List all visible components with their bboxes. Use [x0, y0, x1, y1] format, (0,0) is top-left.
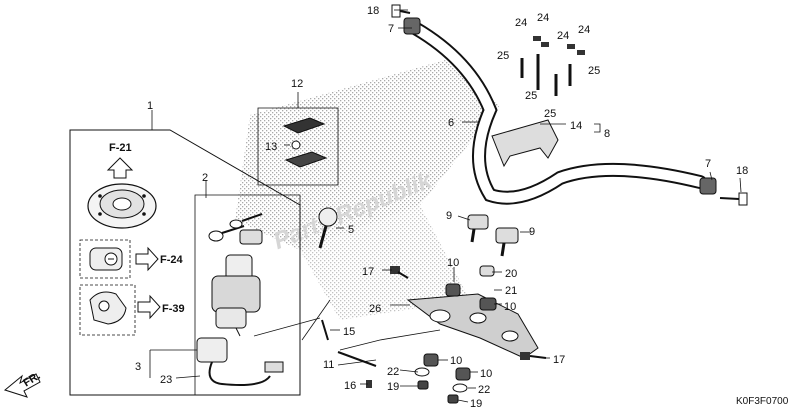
part-label-1: 1 [147, 100, 153, 112]
part-label-12: 12 [291, 78, 303, 90]
group-box-12 [257, 107, 339, 186]
part-label-9b: 9 [529, 226, 535, 238]
part-label-10c: 10 [450, 355, 462, 367]
dashed-box-f24 [79, 239, 131, 279]
part-label-17b: 17 [553, 354, 565, 366]
part-label-17a: 17 [362, 266, 374, 278]
ref-arrow-f21 [106, 157, 134, 179]
bar-end-weight-right [699, 177, 717, 195]
bolt-icon-17a [390, 266, 409, 279]
bolt-icon-17b [520, 352, 547, 360]
part-label-22a: 22 [387, 366, 399, 378]
part-label-10d: 10 [480, 368, 492, 380]
part-label-24a: 24 [515, 17, 527, 29]
part-label-11: 11 [323, 359, 334, 371]
part-label-7b: 7 [705, 158, 711, 170]
part-label-3: 3 [135, 361, 141, 373]
lower-holder-icon-b [495, 227, 519, 257]
dashed-box-f39 [79, 284, 136, 336]
part-label-19a: 19 [387, 381, 399, 393]
wire-harness-icon [196, 337, 284, 386]
switch-cover-icon [282, 117, 328, 168]
bolt-icon-18b [719, 192, 748, 206]
assembly-hatch [235, 60, 500, 250]
part-label-22b: 22 [478, 384, 490, 396]
bar-end-weight-left [403, 17, 421, 35]
ref-label-f24: F-24 [160, 254, 184, 266]
cable-icon [337, 351, 377, 367]
ignition-key-icon [208, 213, 263, 245]
part-label-13: 13 [265, 141, 277, 153]
part-label-15: 15 [343, 326, 355, 338]
part-label-20: 20 [505, 268, 517, 280]
part-label-26: 26 [369, 303, 381, 315]
bolt-icon-18a [391, 4, 411, 18]
part-label-25b: 25 [525, 90, 537, 102]
helmet-lock-icon [89, 291, 127, 325]
part-label-21: 21 [505, 285, 517, 297]
lower-holder-icon-a [467, 214, 489, 243]
front-arrow-icon [3, 373, 41, 398]
part-label-6: 6 [448, 117, 454, 129]
ref-label-f39: F-39 [162, 303, 185, 315]
part-label-5: 5 [348, 224, 354, 236]
ref-arrow-f24 [135, 246, 159, 272]
part-label-18a: 18 [367, 5, 379, 17]
part-labels: 1 2 3 5 6 7 7 8 9 9 10 10 10 10 11 12 13… [135, 5, 748, 409]
part-label-25a: 25 [497, 50, 509, 62]
part-label-2: 2 [202, 172, 208, 184]
upper-holder-icon [491, 119, 559, 168]
part-label-14: 14 [570, 120, 582, 132]
part-label-8: 8 [604, 128, 610, 140]
part-label-10a: 10 [447, 257, 459, 269]
clamp-bolt-icon [520, 36, 585, 96]
diagram-code: K0F3F0700 [736, 396, 789, 407]
part-label-24b: 24 [537, 12, 549, 24]
part-label-16: 16 [344, 380, 356, 392]
fuel-cap-icon [87, 183, 157, 229]
key-icon-5 [318, 207, 338, 249]
ref-arrow-f39 [137, 294, 161, 320]
ignition-switch-icon [211, 254, 261, 337]
screw-icon-16 [366, 380, 372, 388]
assembly-hatch-lower [300, 205, 470, 320]
ref-label-f21: F-21 [109, 142, 132, 154]
part-label-25c: 25 [544, 108, 556, 120]
part-label-19b: 19 [470, 398, 482, 409]
part-label-25d: 25 [588, 65, 600, 77]
part-label-9a: 9 [446, 210, 452, 222]
top-bridge-icon [406, 293, 539, 359]
group-box-2 [194, 194, 301, 396]
screw-icon-15 [321, 319, 329, 341]
part-label-10b: 10 [504, 301, 516, 313]
part-label-23: 23 [160, 374, 172, 386]
leader-lines [253, 9, 742, 403]
part-label-24d: 24 [578, 24, 590, 36]
part-label-24c: 24 [557, 30, 569, 42]
part-label-7a: 7 [388, 23, 394, 35]
part-label-18b: 18 [736, 165, 748, 177]
seat-lock-icon [89, 247, 123, 271]
